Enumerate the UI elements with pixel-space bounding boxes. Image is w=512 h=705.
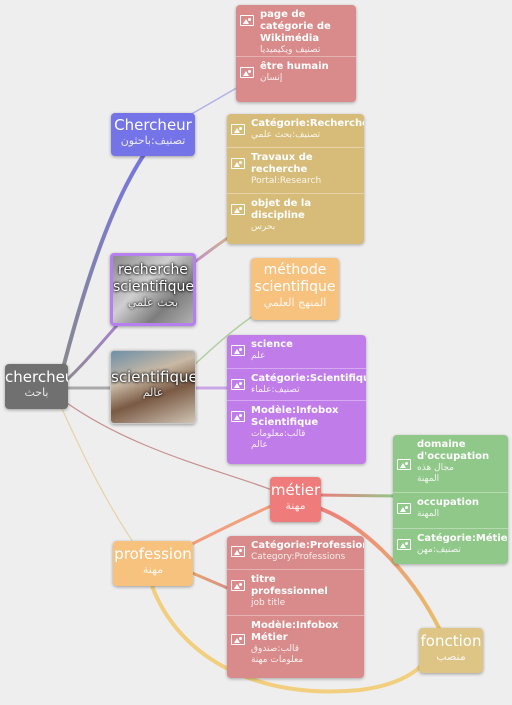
node-title: chercheur — [5, 368, 68, 386]
item-label: occupation — [417, 497, 479, 508]
item-label: Catégorie:Métier — [417, 533, 508, 544]
item-sub: بحرس — [251, 222, 276, 232]
item-sub: قالب:صندوق معلومات مهنة — [251, 644, 304, 665]
item-label: Catégorie:Profession — [251, 540, 364, 551]
item-sub: إنسان — [260, 73, 283, 83]
image-icon — [231, 580, 245, 591]
node-profession[interactable]: profession مهنة — [113, 541, 193, 586]
item-label: Travaux de recherche — [251, 152, 313, 175]
node-recherche-scientifique[interactable]: recherche scientifique بحث علمي — [110, 253, 196, 326]
node-subtitle: بحث علمي — [127, 296, 179, 309]
node-metier[interactable]: métier مهنة — [270, 477, 321, 522]
node-subtitle: تصنيف:باحثون — [120, 134, 186, 147]
item-sub: Category:Professions — [251, 552, 346, 562]
item-sub: تصنيف:مهن — [417, 545, 461, 555]
item-label: science — [251, 339, 293, 350]
item-label: titre professionnel — [251, 574, 328, 597]
item-label: Modèle:Infobox Métier — [251, 620, 339, 643]
node-fonction[interactable]: fonction منصب — [419, 628, 483, 673]
item-sub: تصنيف:علماء — [251, 385, 300, 395]
node-chercheur[interactable]: chercheur باحث — [5, 364, 68, 409]
image-icon — [397, 539, 411, 550]
node-subtitle: عالم — [142, 386, 164, 399]
node-subtitle: المنهج العلمي — [263, 296, 327, 309]
image-icon — [231, 379, 245, 390]
item-sub: المهنة — [417, 509, 440, 519]
node-title: Chercheur — [114, 116, 192, 134]
node-title: métier — [270, 481, 321, 499]
edge — [57, 399, 141, 553]
edge — [309, 503, 442, 631]
item-label: Modèle:Infobox Scientifique — [251, 405, 339, 428]
node-scientifique[interactable]: scientifique عالم — [110, 350, 196, 424]
item-sub: قالب:معلومات عالم — [251, 429, 306, 450]
node-subtitle: باحث — [24, 386, 49, 399]
image-icon — [240, 15, 254, 26]
image-icon — [231, 204, 245, 215]
item-sub: Portal:Research — [251, 176, 322, 186]
image-icon — [231, 634, 245, 645]
node-subtitle: مهنة — [142, 563, 164, 576]
item-label: être humain — [260, 61, 329, 72]
edge — [317, 493, 397, 498]
item-sub: علم — [251, 351, 266, 361]
node-methode-scientifique[interactable]: méthode scientifique المنهج العلمي — [251, 258, 339, 320]
node-subtitle: منصب — [436, 650, 466, 663]
item-label: objet de la discipline — [251, 198, 312, 221]
node-title: recherche scientifique — [113, 262, 194, 295]
image-icon — [231, 345, 245, 356]
item-sub: job title — [251, 598, 286, 608]
item-sub: تصنيف ويكيميديا — [260, 45, 321, 55]
image-icon — [231, 158, 245, 169]
image-icon — [231, 124, 245, 135]
item-label: Catégorie:Recherche — [251, 118, 364, 129]
edge — [189, 570, 233, 592]
node-title: fonction — [420, 632, 482, 650]
item-label: domaine d'occupation — [417, 439, 490, 462]
item-sub: مجال هذه المهنة — [417, 463, 454, 484]
image-icon — [397, 459, 411, 470]
edge — [56, 144, 152, 389]
item-label: page de catégorie de Wikimédia — [260, 9, 331, 44]
edge — [150, 585, 427, 694]
image-icon — [231, 411, 245, 422]
node-title: méthode scientifique — [254, 262, 336, 295]
node-title: profession — [114, 545, 192, 563]
image-icon — [397, 503, 411, 514]
node-title: scientifique — [111, 368, 196, 386]
image-icon — [231, 546, 245, 557]
item-sub: تصنيف:بحث علمي — [251, 130, 321, 140]
node-chercheur-category[interactable]: Chercheur تصنيف:باحثون — [111, 113, 195, 156]
image-icon — [240, 67, 254, 78]
edge — [59, 397, 273, 491]
node-subtitle: مهنة — [285, 499, 306, 512]
item-label: Catégorie:Scientifique — [251, 373, 366, 384]
